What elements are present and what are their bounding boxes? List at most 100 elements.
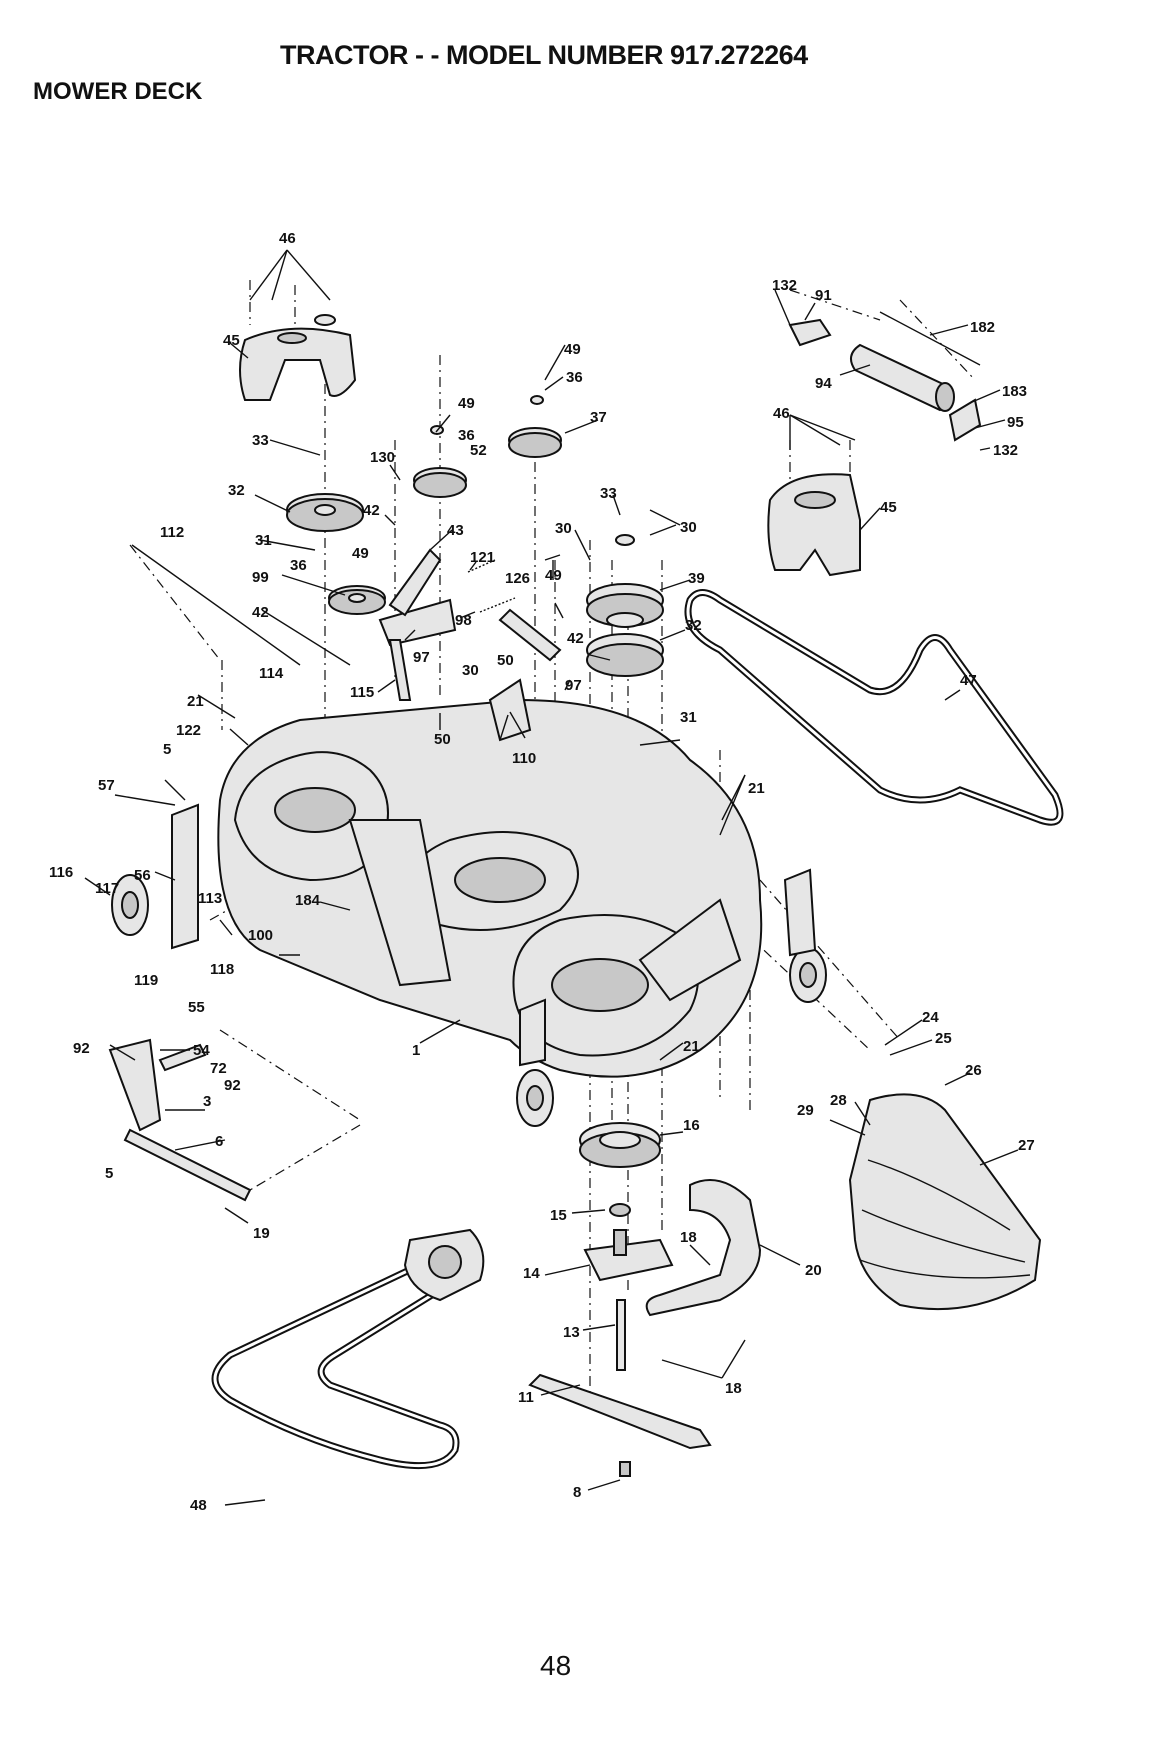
callout-31-b: 31 [680,709,697,726]
callout-50-b: 50 [497,652,514,669]
callout-28: 28 [830,1092,847,1109]
callout-37: 37 [590,409,607,426]
lift-links-front [108,1038,252,1202]
callout-15: 15 [550,1207,567,1224]
baffle-20 [645,1179,762,1317]
callout-19: 19 [253,1225,270,1242]
callout-130: 130 [370,449,395,466]
callout-95: 95 [1007,414,1024,431]
callout-98: 98 [455,612,472,629]
callout-56: 56 [134,867,151,884]
callout-121: 121 [470,549,495,566]
callout-94: 94 [815,375,832,392]
callout-16: 16 [683,1117,700,1134]
callout-97-b: 97 [565,677,582,694]
mower-deck-housing [217,698,763,1078]
callout-5-b: 5 [105,1165,113,1182]
callout-99: 99 [252,569,269,586]
callout-132-b: 132 [993,442,1018,459]
callout-57: 57 [98,777,115,794]
belt-cover-left-45 [239,327,357,401]
callout-labels: 46 45 33 32 31 36 99 42 112 114 21 122 5… [49,230,1035,1514]
callout-18: 18 [680,1229,697,1246]
callout-48: 48 [190,1497,207,1514]
section-title: MOWER DECK [33,78,203,105]
callout-49-d: 49 [545,567,562,584]
callout-119: 119 [134,972,158,989]
page-title: TRACTOR - - MODEL NUMBER 917.272264 [280,40,808,70]
callout-100: 100 [248,927,273,944]
callout-110: 110 [512,750,536,767]
callout-49-b: 49 [458,395,475,412]
callout-25: 25 [935,1030,952,1047]
callout-13: 13 [563,1324,580,1341]
callout-91: 91 [815,287,832,304]
callout-182: 182 [970,319,995,336]
callout-113: 113 [198,890,222,907]
callout-21-b: 21 [748,780,765,797]
deck-belt-48 [211,1261,460,1470]
callout-5: 5 [163,741,171,758]
callout-42-c: 42 [567,630,584,647]
callout-42: 42 [252,604,269,621]
callout-116: 116 [49,864,73,881]
callout-36-b: 36 [458,427,475,444]
callout-45: 45 [223,332,240,349]
callout-52: 52 [470,442,487,459]
callout-50: 50 [434,731,451,748]
callout-27: 27 [1018,1137,1035,1154]
callout-1: 1 [412,1042,420,1059]
callout-36: 36 [290,557,307,574]
callout-33-b: 33 [600,485,617,502]
callout-46-b: 46 [773,405,790,422]
gauge-wheels [111,803,827,1127]
callout-30: 30 [462,662,479,679]
callout-32: 32 [228,482,245,499]
callout-92-b: 92 [224,1077,241,1094]
callout-118: 118 [210,961,234,978]
callout-20: 20 [805,1262,822,1279]
callout-72: 72 [210,1060,227,1077]
callout-8: 8 [573,1484,581,1501]
callout-14: 14 [523,1265,540,1282]
leader-lines [84,249,1019,1506]
page-number: 48 [540,1650,572,1681]
callout-117: 117 [95,880,119,897]
callout-114: 114 [259,665,284,682]
idler-pulleys-center [413,395,562,498]
anti-scalp-roller [788,311,982,442]
callout-126: 126 [505,570,530,587]
callout-21-c: 21 [683,1038,700,1055]
callout-112: 112 [160,524,184,541]
drive-belt-47 [684,589,1064,826]
callout-31: 31 [255,532,272,549]
callout-55: 55 [188,999,205,1016]
callout-6: 6 [215,1133,223,1150]
callout-3: 3 [203,1093,211,1110]
blade-spindle-assembly [528,1122,712,1477]
callout-42-b: 42 [363,502,380,519]
callout-43: 43 [447,522,464,539]
callout-47: 47 [960,672,977,689]
callout-97: 97 [413,649,430,666]
callout-115: 115 [350,684,374,701]
callout-11: 11 [518,1389,534,1406]
discharge-chute-27 [848,1093,1042,1311]
pulley-stack-right [586,534,664,677]
callout-29: 29 [797,1102,814,1119]
callout-33: 33 [252,432,269,449]
callout-49: 49 [352,545,369,562]
belt-cover-right-45 [767,473,861,577]
callout-45-b: 45 [880,499,897,516]
callout-32-b: 32 [685,617,702,634]
pulley-stack-left [286,314,386,615]
callout-49-c: 49 [564,341,581,358]
callout-30-b: 30 [555,520,572,537]
callout-122: 122 [176,722,201,739]
callout-132: 132 [772,277,797,294]
callout-54: 54 [193,1042,210,1059]
callout-26: 26 [965,1062,982,1079]
callout-36-c: 36 [566,369,583,386]
callout-184: 184 [295,892,321,909]
